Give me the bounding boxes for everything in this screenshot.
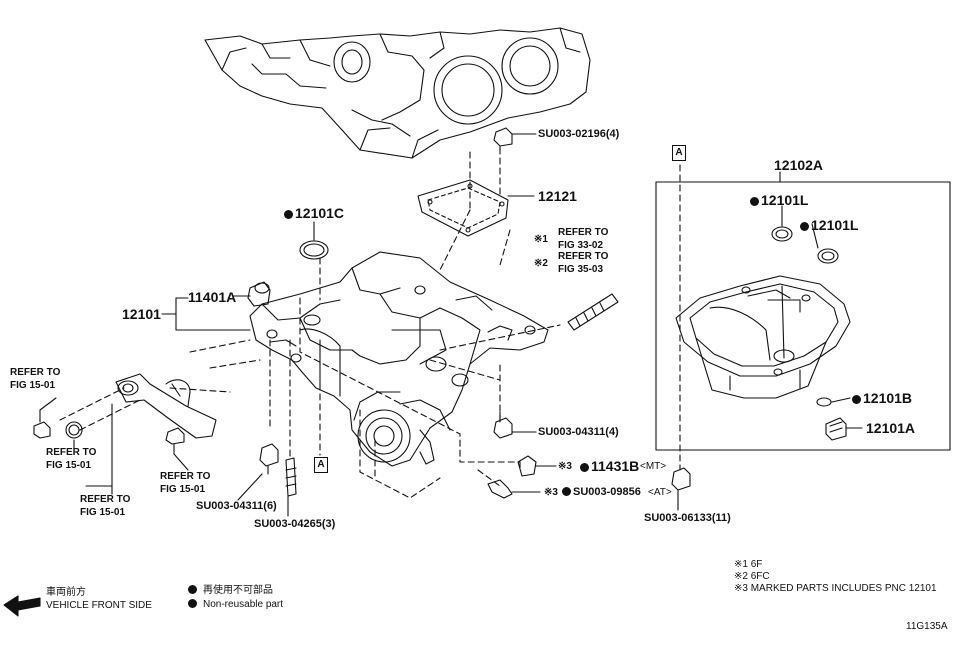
legend-front-en: VEHICLE FRONT SIDE xyxy=(46,600,152,611)
label-refer-fig35: REFER TO FIG 35-03 xyxy=(558,251,609,275)
note-mark-3: ※3 xyxy=(558,461,572,472)
reference-box-a-left: A xyxy=(314,457,328,473)
label-su003-04311-6: SU003-04311(6) xyxy=(196,500,277,512)
oil-pan-lower-illustration xyxy=(675,275,851,399)
front-arrow-icon xyxy=(3,595,41,617)
stud-bolt-illustration xyxy=(567,293,619,331)
note-mark-3b: ※3 xyxy=(544,487,558,498)
label-12101: 12101 xyxy=(122,306,161,322)
legend-nonreusable-en-row: Non-reusable part xyxy=(188,599,283,611)
legend-front-jp: 車両前方 xyxy=(46,587,86,598)
bolts-illustration xyxy=(33,127,847,501)
o-ring-12101c-illustration xyxy=(299,240,329,260)
note-mark-1: ※1 xyxy=(534,234,548,245)
label-11431b: 11431B xyxy=(580,459,639,473)
label-12102a: 12102A xyxy=(774,157,824,173)
note-1: ※1 6F xyxy=(734,559,763,570)
label-refer-fig33: REFER TO FIG 33-02 xyxy=(558,227,609,251)
plug-11401a-illustration xyxy=(247,281,271,307)
guide-lines xyxy=(59,147,681,499)
label-su003-06133: SU003-06133(11) xyxy=(644,512,731,524)
note-mark-2: ※2 xyxy=(534,258,548,269)
leader-lines xyxy=(39,133,863,517)
label-refer-fig15-b: REFER TO FIG 15-01 xyxy=(46,447,97,471)
label-su003-04265: SU003-04265(3) xyxy=(254,518,336,530)
legend-nonreusable-jp: 再使用不可部品 xyxy=(203,585,273,596)
label-su003-04311-4: SU003-04311(4) xyxy=(538,426,619,438)
label-su003-09856: SU003-09856 xyxy=(562,486,641,498)
oil-strainer-illustration xyxy=(65,373,217,439)
label-refer-fig15-c: REFER TO FIG 15-01 xyxy=(160,471,211,495)
label-12101l-2: 12101L xyxy=(800,218,858,232)
label-12101a: 12101A xyxy=(866,420,916,436)
note-2: ※2 6FC xyxy=(734,571,770,582)
label-12101l-1: 12101L xyxy=(750,193,808,207)
label-su003-02196: SU003-02196(4) xyxy=(538,128,620,140)
reference-box-a-right: A xyxy=(672,145,686,161)
legend-nonreusable-en: Non-reusable part xyxy=(203,599,284,610)
label-12101c: 12101C xyxy=(284,206,344,220)
engine-block-illustration xyxy=(204,27,591,159)
label-12121: 12121 xyxy=(538,188,577,204)
baffle-plate-12121-illustration xyxy=(417,179,509,237)
legend-nonreusable-jp-row: 再使用不可部品 xyxy=(188,585,273,597)
note-3: ※3 MARKED PARTS INCLUDES PNC 12101 xyxy=(734,583,937,594)
label-su003-09856-tag: <AT> xyxy=(648,487,672,498)
label-refer-fig15-d: REFER TO FIG 15-01 xyxy=(80,494,131,518)
label-refer-fig15-a: REFER TO FIG 15-01 xyxy=(10,367,61,391)
nonreusable-dot-icon xyxy=(188,585,197,594)
gaskets-12101l-illustration xyxy=(771,226,839,407)
label-12101b: 12101B xyxy=(852,391,912,405)
oil-pan-lower-frame xyxy=(655,181,951,451)
figure-id: 11G135A xyxy=(906,621,948,632)
label-11401a: 11401A xyxy=(188,289,237,305)
nonreusable-dot-icon xyxy=(188,599,197,608)
oil-pan-upper-illustration xyxy=(249,251,549,467)
label-11431b-tag: <MT> xyxy=(640,461,667,472)
